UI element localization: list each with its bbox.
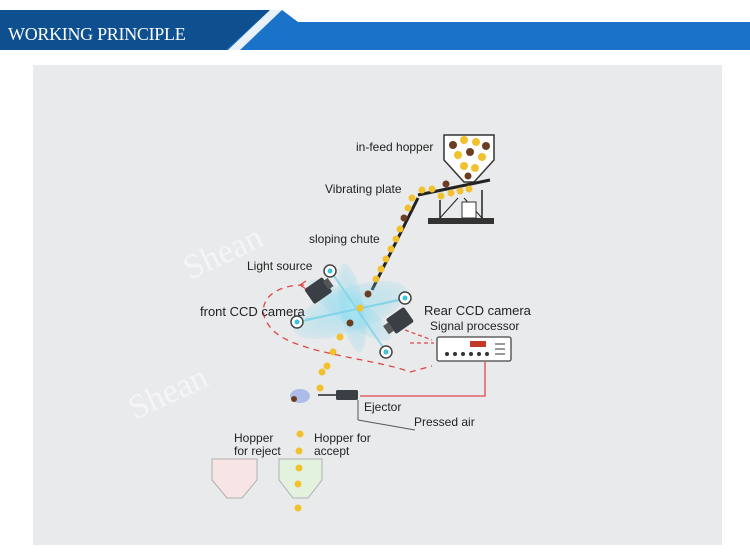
watermark-1: Shean <box>178 219 269 288</box>
light-source-lamps <box>290 264 412 359</box>
diagram-panel: Shean Shean <box>33 65 722 545</box>
label-rear-ccd: Rear CCD camera <box>424 303 532 318</box>
section-header: WORKING PRINCIPLE <box>0 10 750 52</box>
rear-ccd-camera <box>383 307 414 335</box>
ejector <box>290 389 416 431</box>
section-title: WORKING PRINCIPLE <box>8 24 186 44</box>
label-accept-line1: Hopper for <box>314 431 371 445</box>
label-reject-line1: Hopper <box>234 431 273 445</box>
sloping-chute <box>370 194 420 291</box>
label-vibrating-plate: Vibrating plate <box>325 182 402 196</box>
front-ccd-camera <box>304 277 334 304</box>
label-ejector: Ejector <box>364 400 401 414</box>
reject-hopper <box>211 458 258 499</box>
light-beams <box>293 263 407 353</box>
header-background <box>0 10 750 50</box>
label-reject-line2: for reject <box>234 444 281 458</box>
signal-paths <box>262 280 486 397</box>
label-light-source: Light source <box>247 259 313 273</box>
label-sloping-chute: sloping chute <box>309 232 380 246</box>
accept-hopper <box>278 430 323 512</box>
watermark-2: Shean <box>123 359 214 428</box>
label-front-ccd: front CCD camera <box>200 304 306 319</box>
sorter-diagram: Shean Shean <box>123 134 532 512</box>
label-signal-processor: Signal processor <box>430 319 519 333</box>
label-pressed-air: Pressed air <box>414 415 475 429</box>
label-infeed-hopper: in-feed hopper <box>356 140 433 154</box>
label-accept-line2: accept <box>314 444 350 458</box>
falling-grains <box>316 290 372 392</box>
infeed-hopper <box>443 134 495 183</box>
signal-processor <box>436 336 512 362</box>
vibrating-plate <box>417 178 494 224</box>
